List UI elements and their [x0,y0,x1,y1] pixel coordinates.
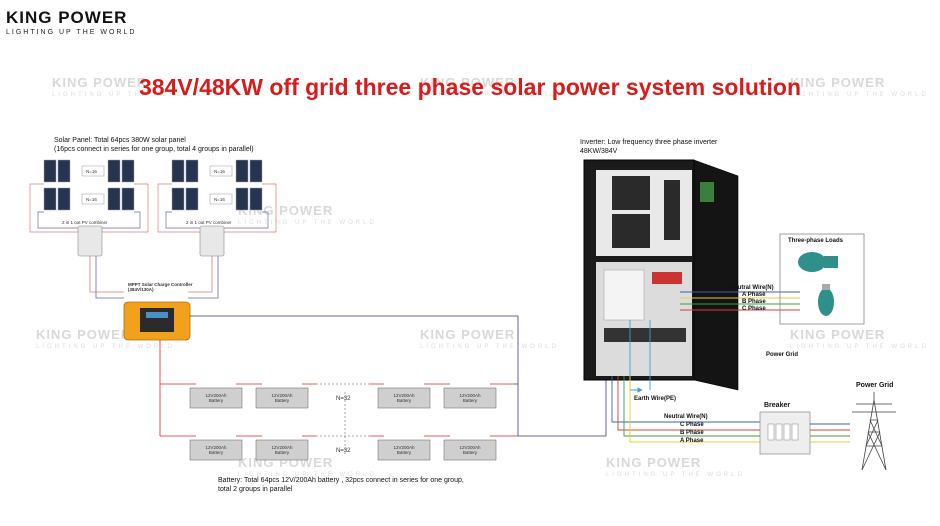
group-label: N=16 [214,169,225,174]
power-grid-label: Power Grid [766,352,799,358]
grid-tower-label: Power Grid [856,382,894,389]
breaker-title: Breaker [764,402,791,409]
battery-desc-line-2: total 2 groups in parallel [218,486,293,493]
solar-array-left [29,159,149,257]
page-title: 384V/48KW off grid three phase solar pow… [138,74,802,100]
phase-a-label: A Phase [742,292,766,298]
series-count-label: N=32 [336,396,351,402]
battery-bank-row-2 [160,392,518,461]
battery-desc-line-1: Battery: Total 64pcs 12V/200Ah battery ,… [218,477,464,484]
mppt-controller [123,301,191,341]
solar-array-right [157,159,277,257]
inverter-description: Inverter: Low frequency three phase inve… [580,138,780,156]
battery-description: Battery: Total 64pcs 12V/200Ah battery ,… [218,476,558,494]
brand-name: KING POWER [6,8,128,27]
three-phase-loads [779,233,865,325]
group-label: N=16 [214,197,225,202]
combiner-label: 2 in 1 out PV combiner [186,220,232,225]
battery-bank-row-1 [160,383,514,409]
series-count-label: N=32 [336,448,351,454]
phase-c-label: C Phase [742,306,766,312]
group-label: N=16 [86,169,97,174]
breaker-phase-c-label: C Phase [680,422,704,428]
inverter-cabinet [583,159,739,391]
group-label: N=16 [86,197,97,202]
phase-b-label: B Phase [742,299,766,305]
breaker-panel [759,411,811,455]
power-tower [852,392,896,471]
combiner-label: 2 in 1 out PV combiner [62,220,108,225]
breaker-phase-a-label: A Phase [680,438,704,444]
breaker-neutral-label: Neutral Wire(N) [664,414,708,420]
inverter-desc-line-2: 48KW/384V [580,148,618,155]
earth-wire-label: Earth Wire(PE) [634,396,676,402]
loads-title: Three-phase Loads [788,238,844,244]
neutral-wire-label: Neutral Wire(N) [730,285,774,291]
brand-tagline: LIGHTING UP THE WORLD [6,29,137,36]
solar-desc-line-1: Solar Panel: Total 64pcs 380W solar pane… [54,137,186,144]
solar-desc-line-2: (16pcs connect in series for one group, … [54,146,254,153]
breaker-phase-b-label: B Phase [680,430,704,436]
controller-label: MPPT Solar Charge Controller (384V/130A) [128,282,193,292]
solar-description: Solar Panel: Total 64pcs 380W solar pane… [54,136,314,154]
brand-logo: KING POWER LIGHTING UP THE WORLD [6,8,176,36]
inverter-desc-line-1: Inverter: Low frequency three phase inve… [580,139,718,146]
